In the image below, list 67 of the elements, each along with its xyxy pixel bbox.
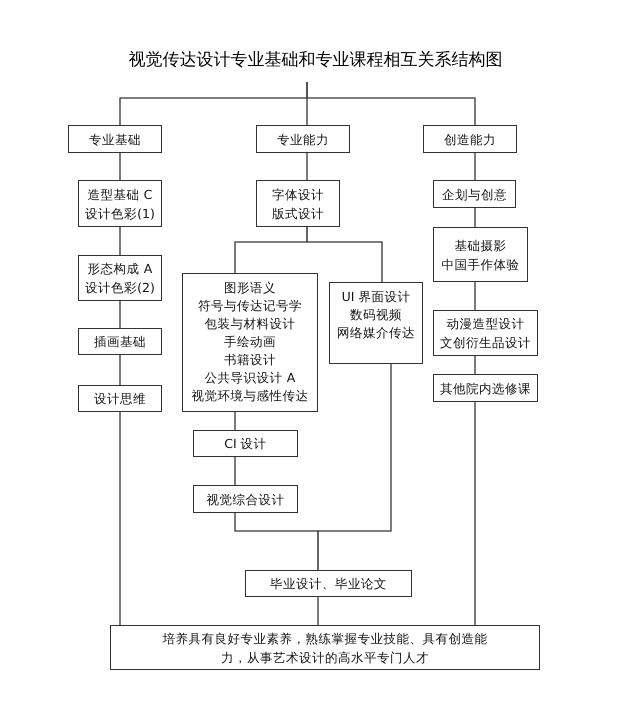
course-name: 图形语义: [224, 279, 276, 297]
course-box: [78, 180, 162, 227]
course-name: 手绘动画: [224, 333, 276, 351]
course-name: 文创衍生品设计: [440, 334, 531, 352]
course-name: 其他院内选修课: [440, 380, 531, 398]
course-box: [423, 125, 517, 153]
course-name: 网络媒介传达: [337, 324, 415, 342]
course-name: 毕业设计、毕业论文: [270, 575, 387, 593]
course-box: [329, 282, 423, 364]
course-box: [68, 125, 162, 153]
course-box: [256, 180, 340, 227]
course-name: 中国手作体验: [442, 256, 520, 274]
course-box: [433, 180, 516, 208]
course-name: 创造能力: [444, 130, 496, 148]
connector-line: [474, 282, 476, 310]
connector-line: [474, 208, 476, 227]
course-name: 企划与创意: [442, 186, 507, 204]
course-name: UI 界面设计: [342, 288, 410, 306]
connector-line: [474, 402, 476, 625]
course-name: 培养具有良好专业素养，熟练掌握专业技能、具有创造能力，从事艺术设计的高水平专门人才: [162, 630, 488, 666]
connector-line: [306, 82, 476, 125]
connector-line: [119, 301, 121, 328]
course-box: [78, 385, 162, 412]
course-box: [78, 328, 162, 355]
connector-line: [474, 153, 476, 180]
course-name: 形态构成 A: [88, 260, 152, 278]
course-name: 设计思维: [94, 390, 146, 408]
course-name: 视觉环境与感性传达: [192, 387, 308, 405]
course-name: 书籍设计: [224, 351, 276, 369]
connector-line: [119, 153, 121, 180]
connector-line: [317, 364, 392, 570]
course-name: 插画基础: [94, 333, 146, 351]
course-name: 设计色彩(2): [85, 279, 155, 297]
course-name: 字体设计: [272, 186, 324, 204]
connector-line: [119, 355, 121, 385]
connector-line: [119, 412, 121, 625]
course-box: [78, 255, 162, 301]
course-name: 包装与材料设计: [204, 315, 296, 333]
course-name: 数码视频: [350, 306, 402, 324]
course-box: [256, 125, 350, 153]
course-name: 基础摄影: [454, 236, 506, 254]
course-name: 视觉综合设计: [206, 490, 284, 508]
diagram-title: 视觉传达设计专业基础和专业课程相互关系结构图: [128, 49, 502, 71]
connector-line: [317, 597, 319, 625]
course-name: 造型基础 C: [88, 186, 152, 204]
course-box: [193, 430, 298, 457]
course-box: [433, 227, 528, 282]
course-name: 专业能力: [277, 130, 329, 148]
course-box: [182, 273, 318, 412]
connector-line: [306, 227, 383, 282]
connector-line: [234, 457, 236, 485]
course-name: 版式设计: [272, 204, 324, 222]
course-box: [433, 310, 538, 356]
course-name: 专业基础: [89, 130, 141, 148]
connector-line: [119, 227, 121, 255]
course-box: [110, 625, 540, 670]
connector-line: [234, 412, 236, 430]
connector-line: [474, 356, 476, 374]
course-name: 公共导识设计 A: [204, 369, 296, 387]
connector-line: [306, 153, 308, 180]
course-name: 动漫造型设计: [446, 315, 524, 333]
course-box: [245, 570, 412, 597]
course-box: [433, 374, 538, 402]
course-name: 设计色彩(1): [85, 204, 155, 222]
course-name: CI 设计: [224, 435, 267, 453]
course-name: 符号与传达记号学: [198, 297, 302, 315]
course-box: [193, 485, 298, 513]
